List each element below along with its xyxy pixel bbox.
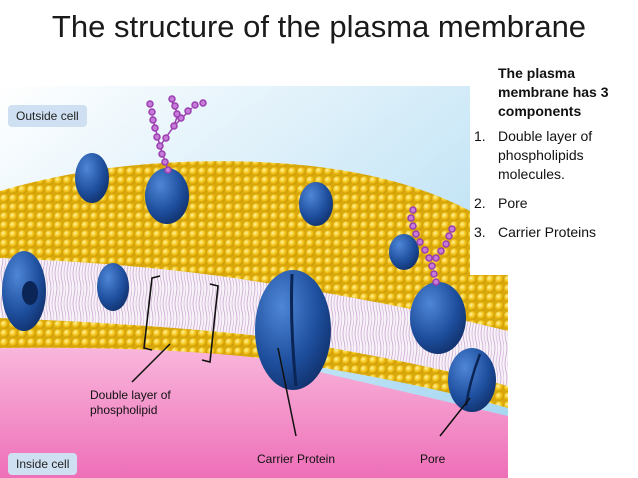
- glycan-chain-right: [407, 206, 456, 286]
- carrier-protein-channel: [290, 273, 298, 387]
- bilayer-bracket: [143, 275, 219, 363]
- pore-label: Pore: [420, 452, 446, 466]
- page-title: The structure of the plasma membrane: [51, 9, 587, 44]
- protein-small-right: [389, 234, 419, 270]
- list-number: 2.: [474, 195, 486, 211]
- inside-cell-label: Inside cell: [8, 453, 78, 475]
- components-panel: The plasma membrane has 3 components 1. D…: [470, 60, 638, 275]
- carrier-protein-label: Carrier Protein: [257, 452, 336, 466]
- top-lipid-layer: [0, 161, 508, 331]
- outside-cell-label: Outside cell: [8, 105, 87, 127]
- list-text: Pore: [498, 195, 528, 211]
- list-number: 1.: [474, 128, 486, 144]
- protein-top-right: [299, 182, 333, 226]
- inside-region: [0, 343, 508, 478]
- protein-top-left: [75, 153, 109, 203]
- membrane-diagram: [0, 86, 508, 478]
- bilayer-label: Double layer of phospholipid: [90, 388, 171, 417]
- list-item: 1. Double layer of phospholipids molecule…: [470, 127, 638, 184]
- pore-protein-left-channel: [22, 281, 38, 305]
- list-text: Double layer of phospholipids molecules.: [498, 128, 593, 182]
- glyco-protein-right: [410, 282, 466, 354]
- glycan-chain-left: [146, 95, 207, 174]
- pore-pointer: [439, 397, 471, 437]
- list-item: 3. Carrier Proteins: [470, 223, 638, 242]
- list-text: Carrier Proteins: [498, 224, 597, 240]
- protein-mid-left: [97, 263, 129, 311]
- list-item: 2. Pore: [470, 194, 638, 213]
- bilayer-pointer: [131, 343, 171, 383]
- carrier-pointer: [277, 347, 297, 437]
- components-heading: The plasma membrane has 3 components: [498, 65, 609, 119]
- protein-top-mid: [145, 168, 189, 224]
- bottom-lipid-layer: [0, 318, 508, 408]
- components-list: 1. Double layer of phospholipids molecule…: [470, 127, 638, 252]
- list-number: 3.: [474, 224, 486, 240]
